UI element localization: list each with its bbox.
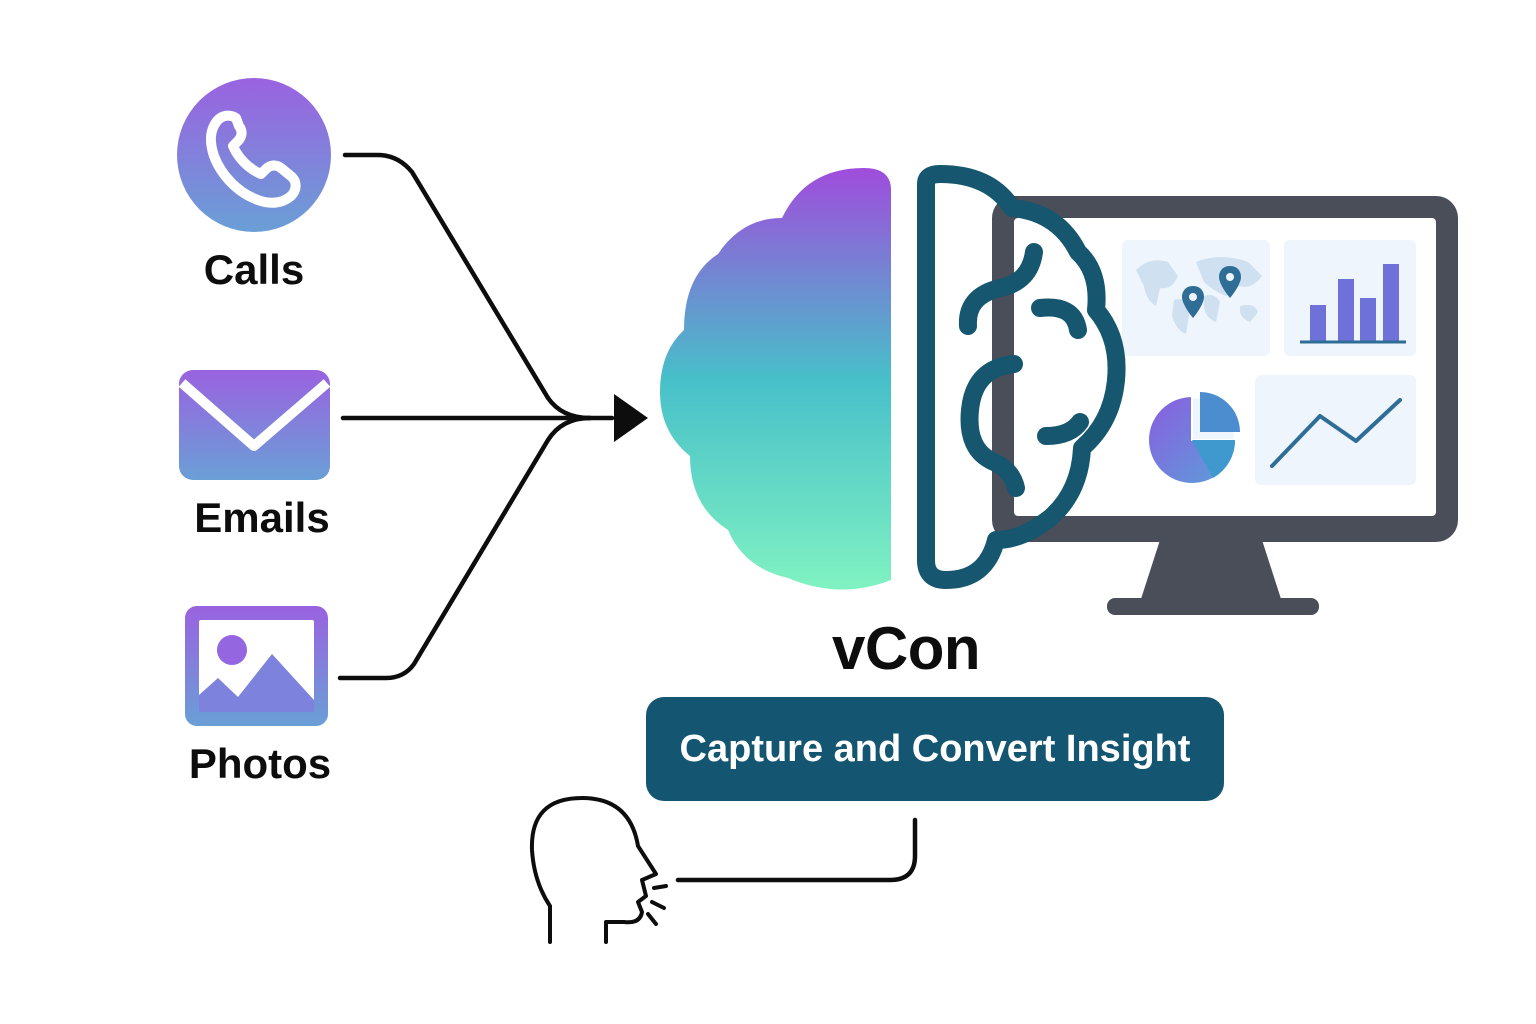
brain-left-hemisphere [660,168,891,590]
monitor-icon [992,196,1458,615]
brain-right-hemisphere [917,165,1126,589]
phone-icon [177,78,331,232]
envelope-icon [178,370,331,480]
arrowhead-icon [614,394,648,442]
source-label-calls: Calls [203,246,305,293]
source-label-photos: Photos [188,740,332,787]
bar-chart-icon [1284,240,1416,356]
capture-insight-badge: Capture and Convert Insight [646,697,1224,801]
image-icon [185,606,328,726]
connector-calls [342,152,593,421]
capture-insight-label: Capture and Convert Insight [679,727,1191,770]
pie-chart-icon [1149,392,1240,483]
line-chart-icon [1255,375,1416,485]
speaking-head-icon [529,796,668,944]
connector-photos [337,415,593,681]
hub-title: vCon [832,615,981,682]
brain-icon [660,165,1126,590]
world-map-icon [1122,240,1270,356]
source-label-emails: Emails [194,494,330,541]
connector-speaker [675,817,918,883]
source-connectors [337,152,615,681]
